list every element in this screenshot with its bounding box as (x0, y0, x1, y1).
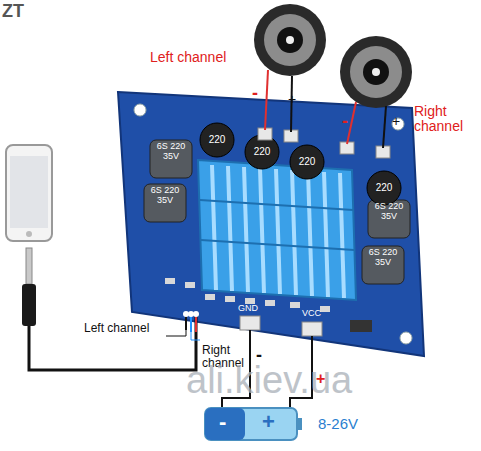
inductor-value: 220 (372, 182, 396, 193)
pad-label: VCC (302, 309, 321, 319)
battery (205, 408, 302, 440)
inductor-value: 220 (205, 134, 229, 145)
battery-sign: - (219, 410, 226, 434)
channel-label: Right channel (414, 104, 478, 135)
mount-hole (134, 104, 146, 116)
watermark: ali.kiev.ua (186, 360, 352, 402)
battery-sign: + (262, 410, 275, 434)
polarity-sign: + (392, 114, 400, 129)
pad-label: GND (238, 304, 258, 314)
logo-text: ZT (2, 2, 24, 22)
smd-parts (165, 278, 372, 332)
capacitor-marking: 6S 220 35V (147, 186, 183, 206)
capacitor (144, 140, 410, 284)
inductor-value: 220 (250, 146, 274, 157)
speaker (254, 4, 412, 108)
phone (6, 145, 52, 241)
power-pad (240, 316, 322, 336)
inductor-value: 220 (295, 156, 319, 167)
channel-label: Left channel (150, 50, 226, 65)
capacitor-marking: 6S 220 35V (365, 248, 401, 268)
pcb-board (118, 92, 424, 356)
audio-cable (22, 248, 200, 370)
polarity-sign: - (252, 84, 258, 104)
voltage-label: 8-26V (318, 416, 358, 433)
input-label: Left channel (84, 322, 149, 335)
inductor (200, 123, 401, 205)
polarity-sign: - (342, 112, 348, 132)
capacitor-marking: 6S 220 35V (371, 202, 407, 222)
polarity-sign: + (288, 92, 296, 107)
heatsink (198, 160, 356, 300)
speaker-wire (265, 70, 386, 148)
capacitor-marking: 6S 220 35V (153, 142, 189, 162)
terminal-pad (258, 128, 390, 158)
mount-hole (400, 332, 412, 344)
